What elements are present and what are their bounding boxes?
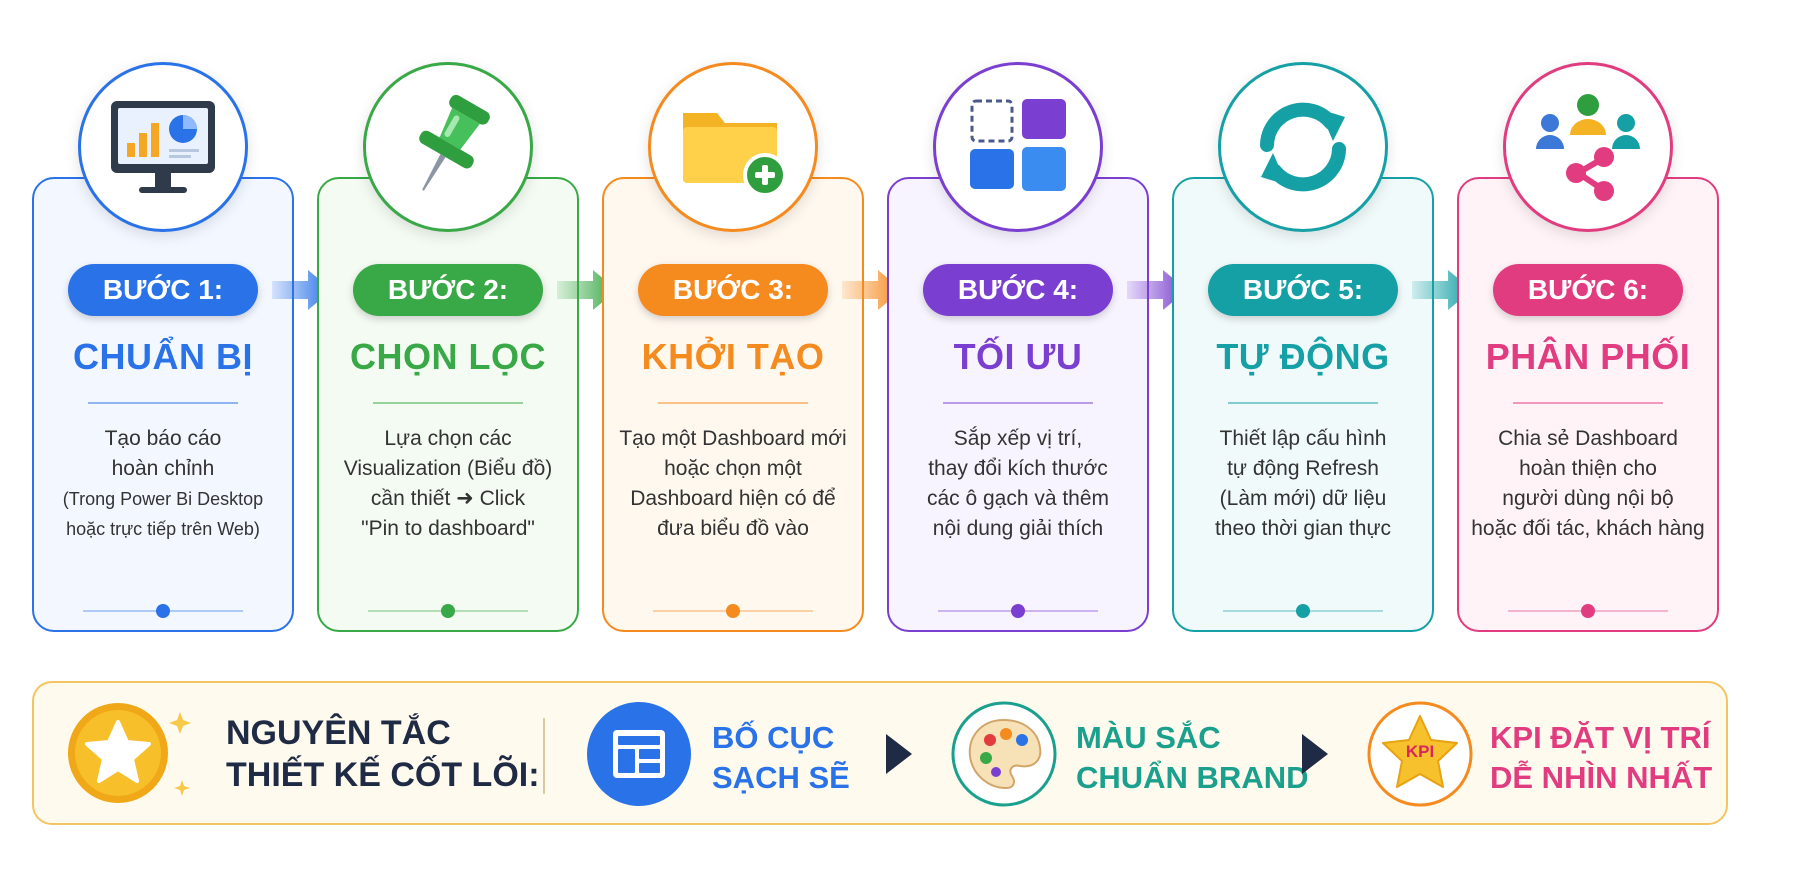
card-frame	[317, 177, 579, 632]
step-title: CHUẨN BỊ	[73, 336, 253, 377]
desc-line: hoàn chỉnh	[111, 457, 215, 480]
bar-divider	[543, 718, 545, 794]
triangle-right-icon	[886, 734, 912, 774]
step-description: Sắp xếp vị trí, thay đổi kích thước các …	[887, 424, 1149, 544]
principle-line: DỄ NHÌN NHẤT	[1490, 760, 1713, 795]
step-badge: BƯỚC 3:	[638, 264, 828, 316]
desc-line: Dashboard hiện có để	[630, 487, 836, 510]
principle-line: BỐ CỤC	[712, 720, 835, 755]
desc-line: theo thời gian thực	[1214, 517, 1392, 540]
desc-line: các ô gạch và thêm	[926, 487, 1110, 510]
progress-dot	[441, 604, 455, 618]
desc-line: Sắp xếp vị trí,	[953, 427, 1083, 450]
principles-heading: NGUYÊN TẮC THIẾT KẾ CỐT LÕI:	[226, 712, 540, 796]
title-divider	[373, 402, 523, 404]
pushpin-icon	[363, 62, 533, 232]
desc-line: Tạo báo cáo	[104, 427, 222, 450]
step-badge: BƯỚC 2:	[353, 264, 543, 316]
layout-grid-icon	[587, 702, 691, 806]
desc-line: hoặc chọn một	[664, 457, 802, 480]
step-description: Thiết lập cấu hình tự động Refresh (Làm …	[1172, 424, 1434, 544]
desc-line: nội dung giải thích	[932, 517, 1104, 540]
card-frame	[1457, 177, 1719, 632]
folder-add-icon	[648, 62, 818, 232]
desc-line: (Làm mới) dữ liệu	[1219, 487, 1387, 510]
share-users-icon	[1503, 62, 1673, 232]
title-divider	[1513, 402, 1663, 404]
principle-kpi-position: KPI ĐẶT VỊ TRÍ DỄ NHÌN NHẤT	[1490, 718, 1712, 798]
principle-brand-color: MÀU SẮC CHUẨN BRAND	[1076, 718, 1309, 798]
heading-line: NGUYÊN TẮC	[226, 714, 451, 752]
progress-dot	[726, 604, 740, 618]
progress-dot	[1581, 604, 1595, 618]
progress-dot	[156, 604, 170, 618]
refresh-icon	[1218, 62, 1388, 232]
progress-dot	[1011, 604, 1025, 618]
title-divider	[658, 402, 808, 404]
color-palette-icon	[951, 701, 1057, 807]
principle-line: KPI ĐẶT VỊ TRÍ	[1490, 720, 1711, 755]
desc-line: "Pin to dashboard"	[361, 517, 535, 540]
card-frame	[1172, 177, 1434, 632]
principle-layout: BỐ CỤC SẠCH SẼ	[712, 718, 850, 798]
desc-line: hoặc đối tác, khách hàng	[1471, 517, 1705, 540]
step-badge: BƯỚC 5:	[1208, 264, 1398, 316]
desc-line: Chia sẻ Dashboard	[1498, 427, 1678, 450]
step-description: Tạo một Dashboard mới hoặc chọn một Dash…	[602, 424, 864, 544]
card-frame	[32, 177, 294, 632]
kpi-label: KPI	[1405, 742, 1435, 761]
step-description: Tạo báo cáo hoàn chỉnh (Trong Power Bi D…	[32, 424, 294, 544]
principle-line: CHUẨN BRAND	[1076, 760, 1309, 795]
step-badge: BƯỚC 4:	[923, 264, 1113, 316]
card-frame	[887, 177, 1149, 632]
desc-line: Visualization (Biểu đồ)	[343, 457, 553, 480]
triangle-right-icon	[1302, 734, 1328, 774]
step-title: TỐI ƯU	[953, 336, 1083, 377]
step-title: CHỌN LỌC	[350, 336, 546, 377]
desc-line: Thiết lập cấu hình	[1219, 427, 1387, 450]
progress-dot	[1296, 604, 1310, 618]
kpi-star-icon: KPI	[1366, 700, 1474, 808]
title-divider	[1228, 402, 1378, 404]
desc-line: hoặc trực tiếp trên Web)	[66, 519, 260, 539]
title-divider	[88, 402, 238, 404]
desc-line: hoàn thiện cho	[1519, 457, 1657, 480]
star-icon	[68, 703, 191, 803]
step-title: TỰ ĐỘNG	[1216, 336, 1390, 377]
desc-line: tự động Refresh	[1227, 457, 1379, 480]
desc-line: thay đổi kích thước	[928, 457, 1108, 480]
desc-line: Tạo một Dashboard mới	[619, 427, 847, 450]
step-description: Chia sẻ Dashboard hoàn thiện cho người d…	[1457, 424, 1719, 544]
desc-line: Lựa chọn các	[384, 427, 512, 450]
desc-line: người dùng nội bộ	[1502, 487, 1674, 510]
desc-line: cần thiết ➜ Click	[370, 487, 526, 510]
desc-line: đưa biểu đồ vào	[657, 517, 809, 540]
step-badge: BƯỚC 6:	[1493, 264, 1683, 316]
monitor-chart-icon	[78, 62, 248, 232]
step-title: KHỞI TẠO	[641, 336, 825, 377]
title-divider	[943, 402, 1093, 404]
step-title: PHÂN PHỐI	[1485, 336, 1691, 377]
card-frame	[602, 177, 864, 632]
step-description: Lựa chọn các Visualization (Biểu đồ) cần…	[317, 424, 579, 544]
step-badge: BƯỚC 1:	[68, 264, 258, 316]
principle-line: SẠCH SẼ	[712, 760, 850, 795]
principle-line: MÀU SẮC	[1076, 720, 1221, 755]
tiles-layout-icon	[933, 62, 1103, 232]
heading-line: THIẾT KẾ CỐT LÕI:	[226, 756, 540, 794]
desc-line: (Trong Power Bi Desktop	[62, 489, 264, 509]
